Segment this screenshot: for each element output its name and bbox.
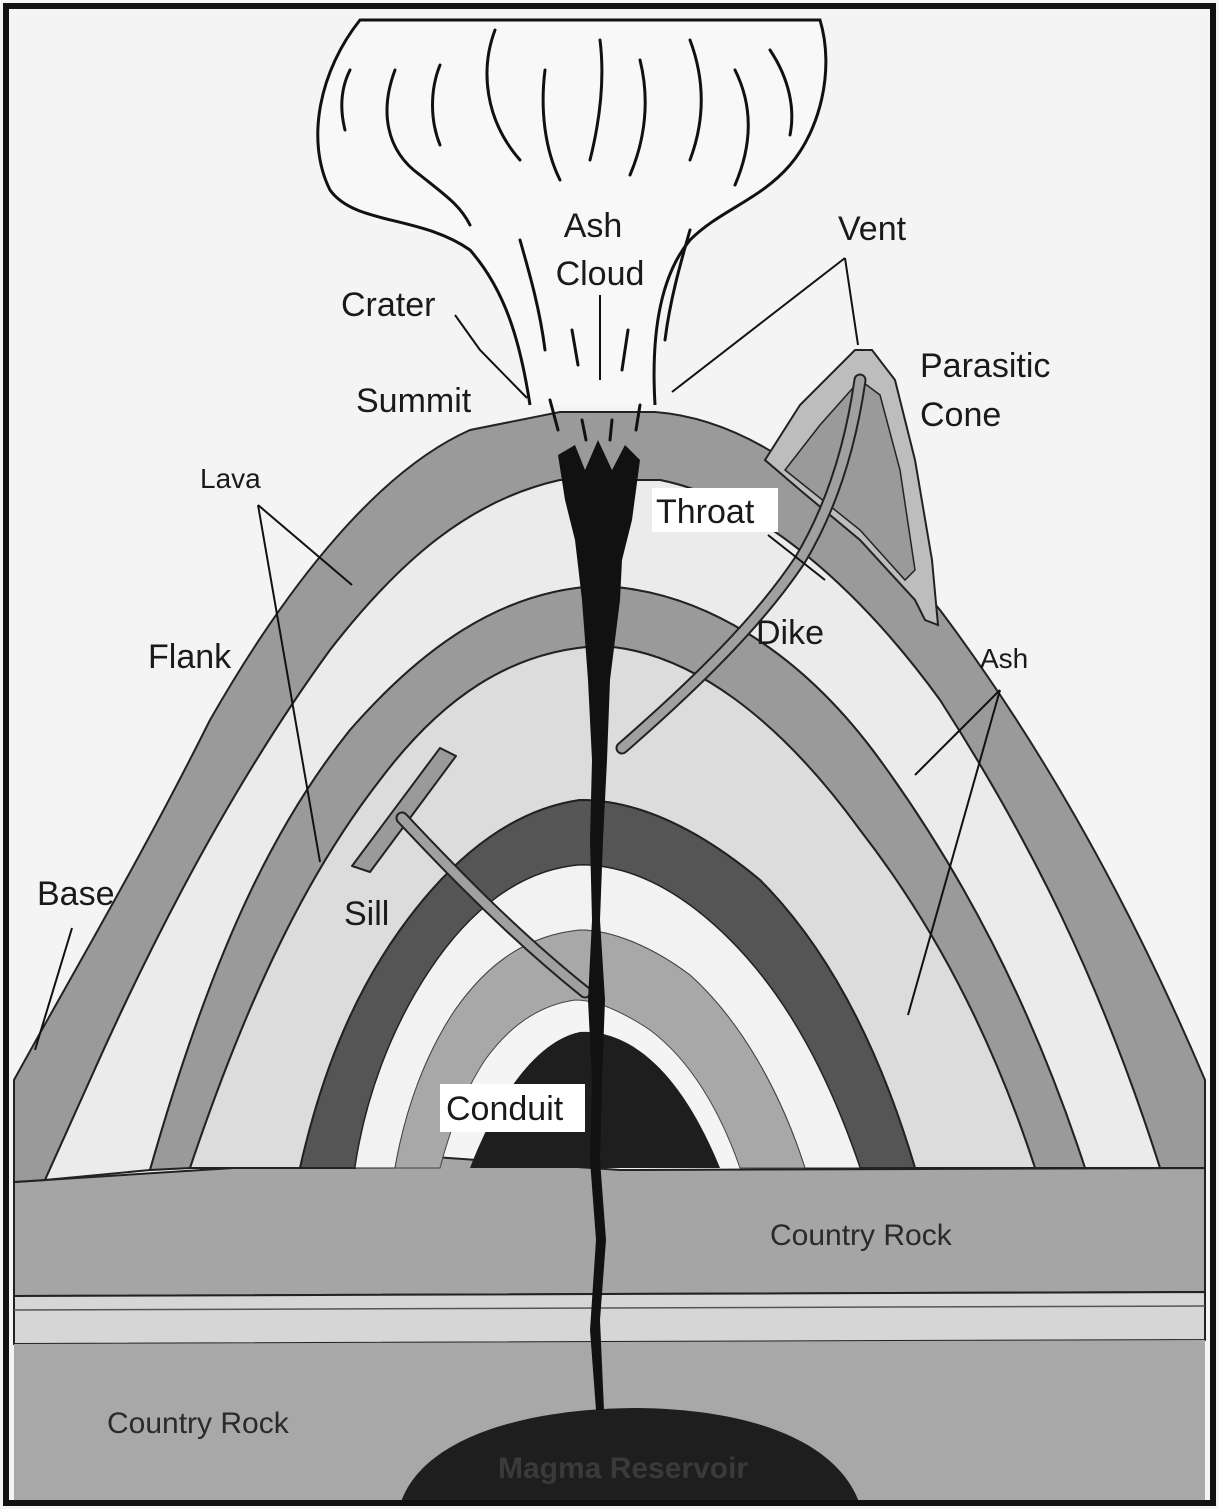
label-sill: Sill [344,895,389,933]
plume-streak [610,420,612,440]
light-stratum [14,1292,1205,1344]
label-summit: Summit [356,382,472,420]
label-country-rock-right: Country Rock [770,1219,953,1252]
label-ash-cloud-line1: Ash [564,207,623,245]
label-ash: Ash [980,643,1028,674]
label-ash-cloud-line2: Cloud [556,255,645,293]
label-lava: Lava [200,463,261,494]
label-parasitic-line2: Cone [920,396,1001,434]
label-magma-reservoir: Magma Reservoir [498,1452,748,1485]
label-conduit: Conduit [446,1090,564,1128]
label-throat: Throat [656,493,755,531]
label-crater: Crater [341,286,435,324]
label-base: Base [37,875,115,913]
label-dike: Dike [756,614,824,652]
label-vent: Vent [838,210,907,248]
label-country-rock-left: Country Rock [107,1407,290,1440]
country-rock-upper [14,1156,1205,1296]
label-flank: Flank [148,638,232,676]
label-parasitic-line1: Parasitic [920,347,1050,385]
